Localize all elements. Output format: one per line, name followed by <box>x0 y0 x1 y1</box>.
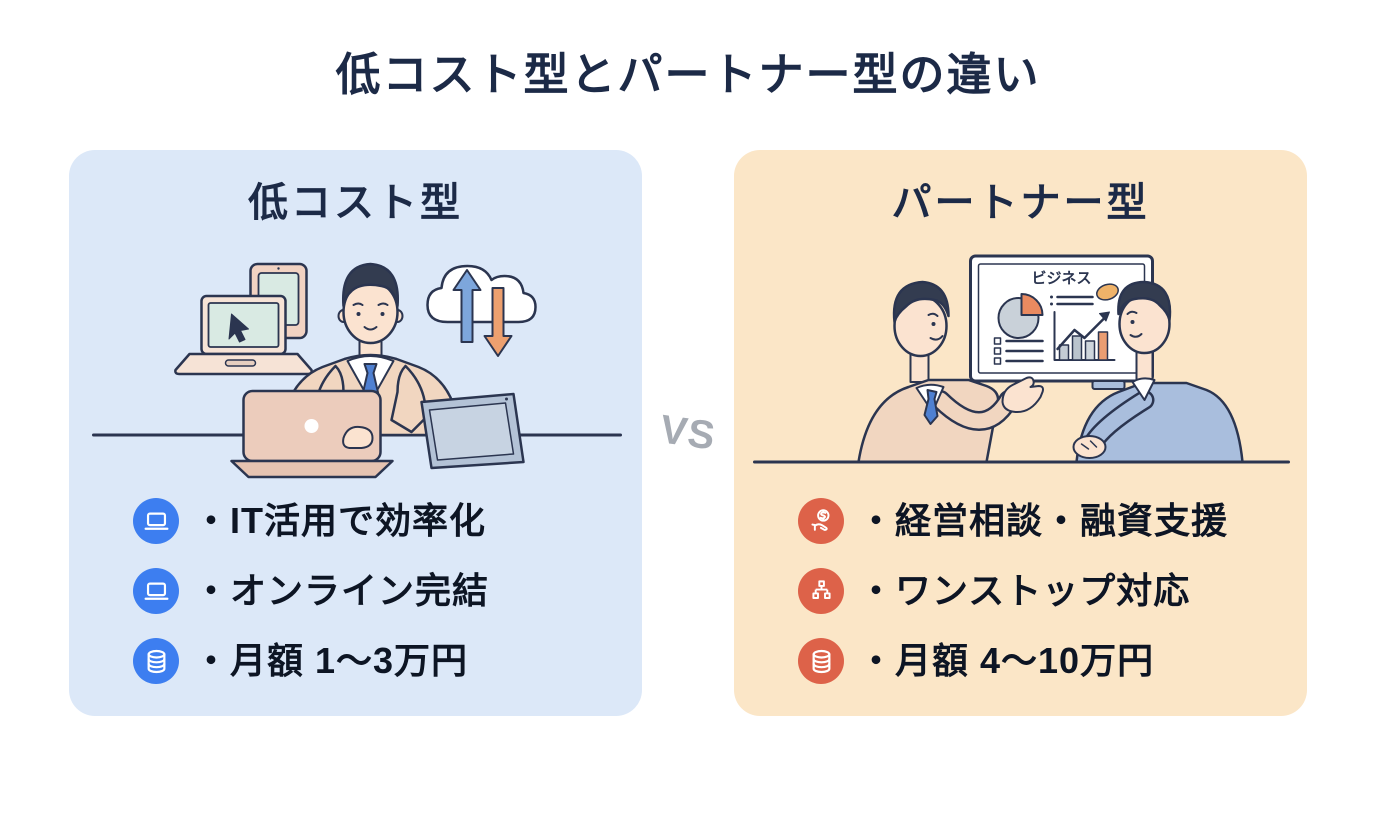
feature-item: ・IT活用で効率化 <box>133 498 642 544</box>
checklist-lines <box>993 337 1044 365</box>
partner-illustration: ビジネス <box>734 250 1307 486</box>
coin-sketch <box>1096 283 1119 301</box>
cloud-sync-icon <box>426 264 537 357</box>
partner-card-title: パートナー型 <box>891 181 1150 225</box>
pie-chart-icon <box>997 293 1044 339</box>
front-laptop <box>230 389 394 479</box>
low-cost-card-title: 低コスト型 <box>248 181 463 225</box>
feature-item: ・月額 1〜3万円 <box>133 638 642 684</box>
partner-feature-list: ・経営相談・融資支援 ・ワンストップ対応 <box>734 498 1307 684</box>
comparison-infographic: 低コスト型とパートナー型の違い 低コスト型 <box>0 48 1376 716</box>
hand-coin-icon <box>798 498 844 544</box>
database-icon <box>798 638 844 684</box>
marker-tray <box>1091 380 1126 390</box>
feature-item: ・経営相談・融資支援 <box>798 498 1307 544</box>
person-at-laptop-illustration <box>92 262 622 479</box>
page-title: 低コスト型とパートナー型の違い <box>335 49 1041 100</box>
front-tablet <box>420 392 525 470</box>
laptop-icon <box>133 568 179 614</box>
feature-text: ・経営相談・融資支援 <box>858 500 1229 541</box>
feature-text: ・ワンストップ対応 <box>858 570 1191 611</box>
client-businessman <box>1072 280 1244 464</box>
feature-item: ・月額 4〜10万円 <box>798 638 1307 684</box>
feature-item: ・ワンストップ対応 <box>798 568 1307 614</box>
whiteboard: ビジネス <box>969 254 1154 390</box>
comparison-row: 低コスト型 <box>0 150 1376 716</box>
feature-item: ・オンライン完結 <box>133 568 642 614</box>
low-cost-feature-list: ・IT活用で効率化 ・オンライン完結 <box>69 498 642 684</box>
feature-text: ・IT活用で効率化 <box>193 500 486 541</box>
org-chart-icon <box>798 568 844 614</box>
meeting-at-whiteboard-illustration: ビジネス <box>753 254 1290 464</box>
feature-text: ・オンライン完結 <box>193 570 490 611</box>
whiteboard-title: ビジネス <box>1031 270 1091 287</box>
feature-text: ・月額 1〜3万円 <box>193 640 469 681</box>
database-icon <box>133 638 179 684</box>
bar-chart-icon <box>1053 311 1116 361</box>
presenter-businessman <box>857 280 1044 464</box>
low-cost-card: 低コスト型 <box>69 150 642 716</box>
laptop-icon <box>133 498 179 544</box>
feature-text: ・月額 4〜10万円 <box>858 640 1155 681</box>
partner-card: パートナー型 ビジネス <box>734 150 1307 716</box>
low-cost-illustration <box>69 250 642 486</box>
